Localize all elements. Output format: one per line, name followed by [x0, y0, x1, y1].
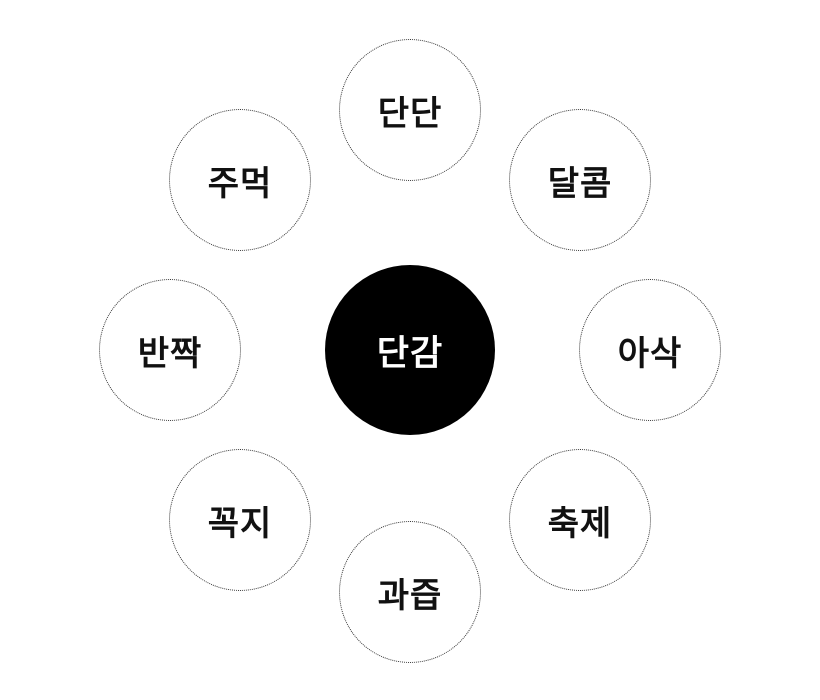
node-top-left: 주먹 [169, 109, 311, 251]
node-bottom-right: 축제 [509, 449, 651, 591]
node-top-right: 달콤 [509, 109, 651, 251]
node-label: 아삭 [617, 333, 683, 374]
node-label: 축제 [547, 503, 613, 544]
center-node: 단감 [325, 265, 495, 435]
node-bottom: 과즙 [339, 521, 481, 663]
node-label: 달콤 [547, 163, 613, 204]
center-node-label: 단감 [376, 333, 444, 374]
node-top: 단단 [339, 39, 481, 181]
node-label: 과즙 [377, 575, 443, 616]
node-bottom-left: 꼭지 [169, 449, 311, 591]
node-right: 아삭 [579, 279, 721, 421]
node-label: 단단 [377, 93, 443, 134]
node-label: 꼭지 [207, 503, 273, 544]
node-label: 반짝 [137, 333, 203, 374]
node-left: 반짝 [99, 279, 241, 421]
node-label: 주먹 [207, 163, 273, 204]
